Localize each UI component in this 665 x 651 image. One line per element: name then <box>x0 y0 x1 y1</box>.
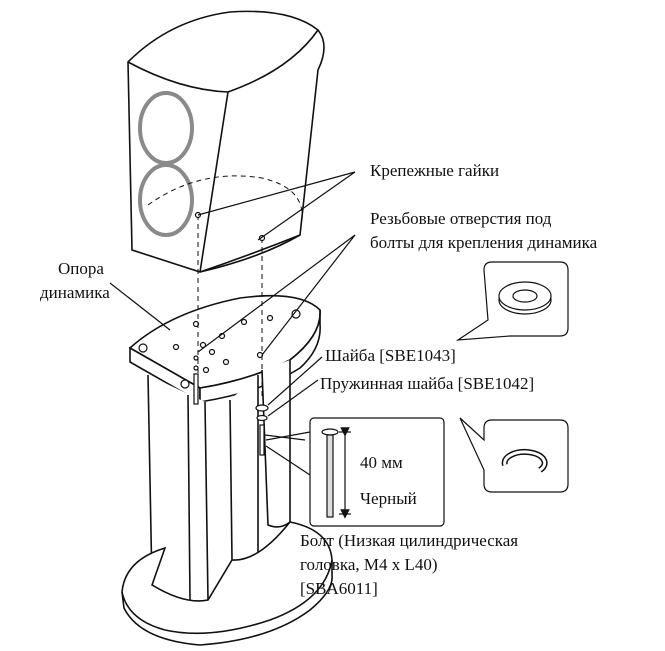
fasteners <box>193 211 269 456</box>
bolt-length: 40 мм <box>360 453 403 472</box>
bolt-detail-box <box>265 417 445 527</box>
leader-lines <box>109 171 356 441</box>
speaker-cabinet <box>127 10 325 273</box>
label-holes-line1: Резьбовые отверстия под <box>370 209 552 228</box>
plate-holes <box>138 309 301 389</box>
washer-callout <box>455 261 569 341</box>
label-stand-line1: Опора <box>58 259 104 278</box>
spring-washer-callout <box>459 417 569 493</box>
label-nuts: Крепежные гайки <box>370 161 500 180</box>
label-washer: Шайба [SBE1043] <box>325 346 456 365</box>
bolt-color: Черный <box>360 489 417 508</box>
label-bolt-line2: головка, M4 x L40) <box>300 555 438 574</box>
label-spring-washer: Пружинная шайба [SBE1042] <box>320 374 535 393</box>
label-stand-line2: динамика <box>40 283 110 302</box>
label-holes-line2: болты для крепления динамика <box>370 233 598 252</box>
label-bolt-line1: Болт (Низкая цилиндрическая <box>300 531 519 550</box>
mounting-lines <box>197 215 263 400</box>
hidden-edge <box>147 175 303 221</box>
woofer-circles <box>138 91 194 237</box>
label-bolt-line3: [SBA6011] <box>300 579 378 598</box>
stand-base <box>121 521 333 646</box>
